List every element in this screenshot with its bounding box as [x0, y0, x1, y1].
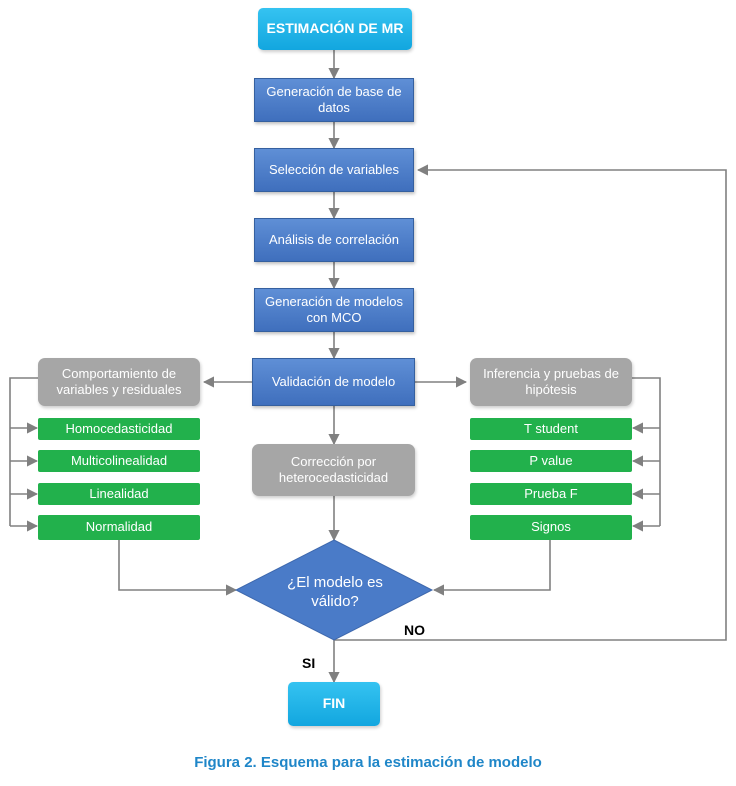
edge-right-bracket	[632, 377, 661, 526]
check-multicolinealidad: Multicolinealidad	[38, 450, 200, 472]
generacion-modelos-node: Generación de modelos con MCO	[254, 288, 414, 332]
edge-no-loop	[334, 164, 727, 641]
check-signos: Signos	[470, 515, 632, 540]
si-label: SI	[302, 655, 316, 671]
correccion-node: Corrección por heterocedasticidad	[252, 444, 415, 496]
fin-node: FIN	[288, 682, 380, 726]
inferencia-node: Inferencia y pruebas de hipótesis	[470, 358, 632, 406]
check-normalidad: Normalidad	[38, 515, 200, 540]
analisis-node: Análisis de correlación	[254, 218, 414, 262]
edge-normalidad-to-decision	[118, 540, 238, 596]
comportamiento-node: Comportamiento de variables y residuales	[38, 358, 200, 406]
decision-label: ¿El modelo es válido?	[287, 573, 383, 611]
no-label: NO	[404, 622, 425, 638]
generacion-base-node: Generación de base de datos	[254, 78, 414, 122]
check-tstudent: T student	[470, 418, 632, 440]
check-linealidad: Linealidad	[38, 483, 200, 505]
seleccion-node: Selección de variables	[254, 148, 414, 192]
check-homocedasticidad: Homocedasticidad	[38, 418, 200, 440]
figure-caption: Figura 2. Esquema para la estimación de …	[194, 754, 542, 771]
check-pvalue: P value	[470, 450, 632, 472]
edge-signos-to-decision	[432, 540, 551, 596]
validacion-node: Validación de modelo	[252, 358, 415, 406]
edge-left-bracket	[9, 377, 38, 526]
check-pruebaf: Prueba F	[470, 483, 632, 505]
start-node: ESTIMACIÓN DE MR	[258, 8, 412, 50]
decision-diamond	[234, 539, 434, 641]
